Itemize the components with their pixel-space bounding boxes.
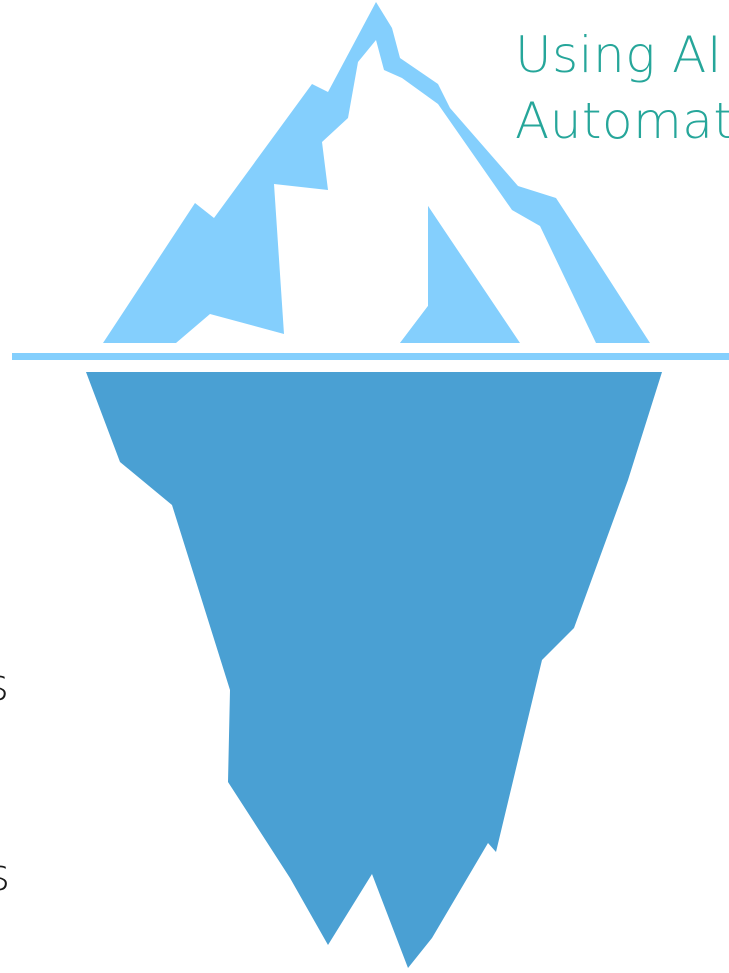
- iceberg-underwater: [86, 372, 662, 968]
- water-line: [12, 353, 729, 360]
- left-label-1: s: [0, 660, 9, 711]
- left-label-2: nts: [0, 850, 10, 901]
- title-line-1: Using AI: [515, 26, 722, 84]
- title-line-2: Automati: [515, 92, 729, 150]
